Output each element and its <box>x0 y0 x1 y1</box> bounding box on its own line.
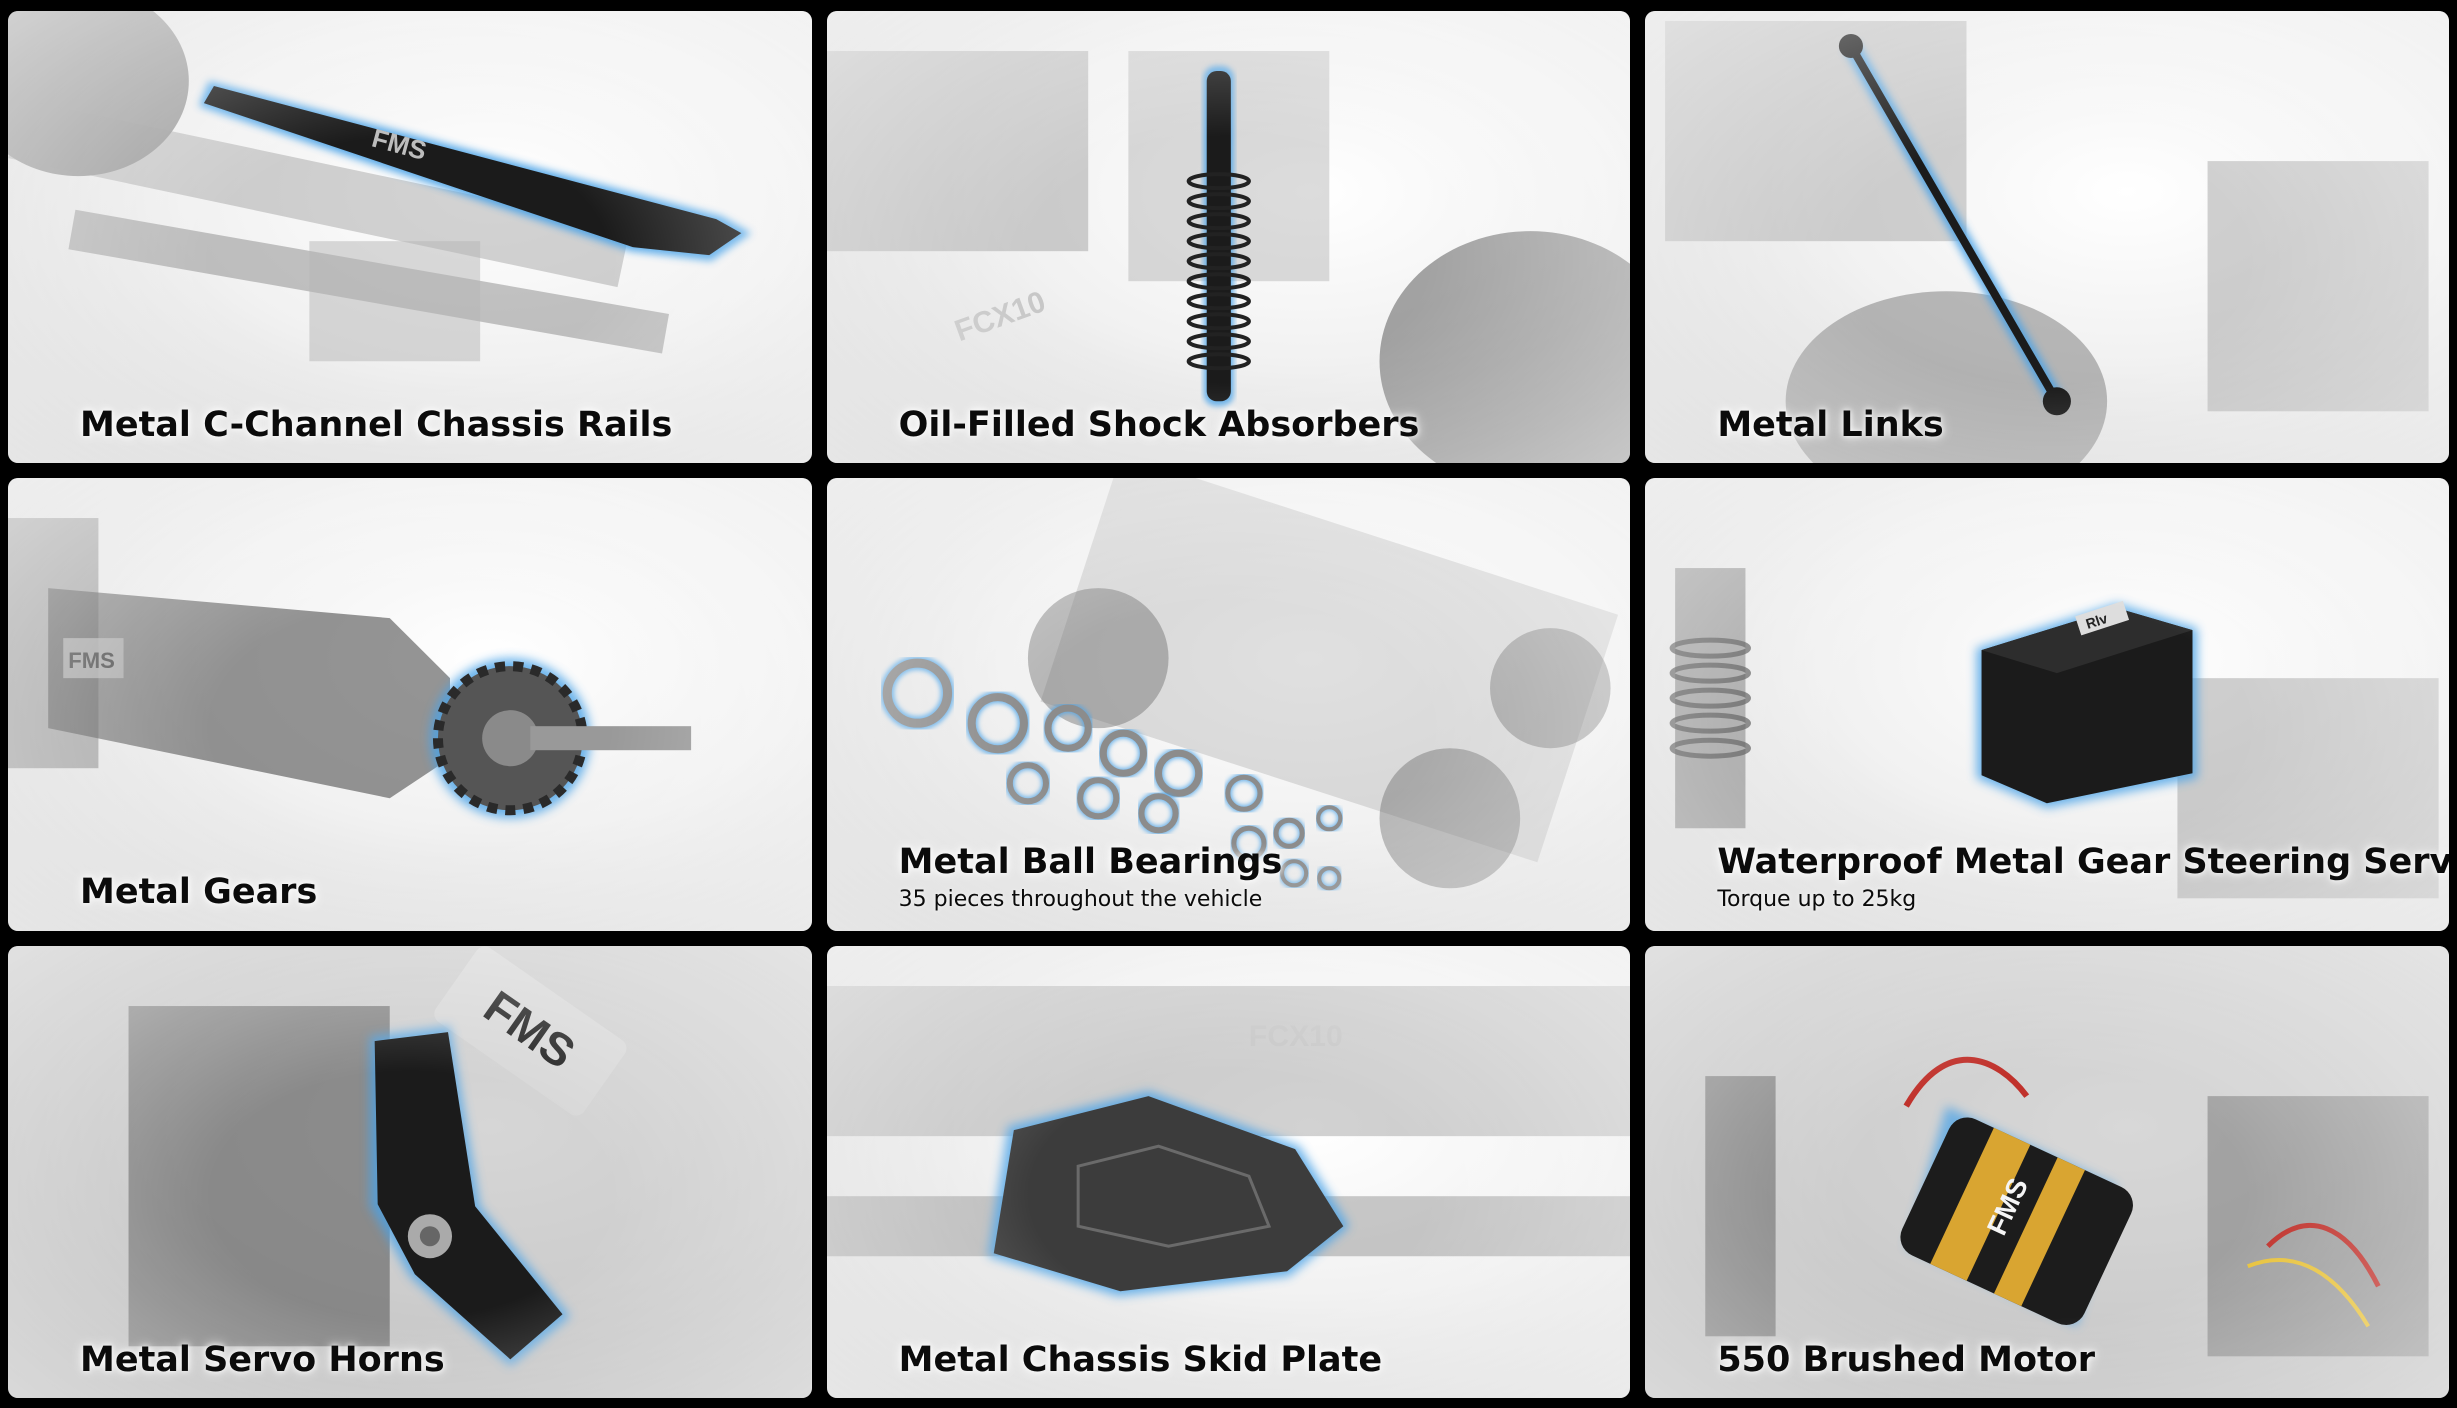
tile-subtitle: Torque up to 25kg <box>1717 887 1917 913</box>
shock-absorber-image: FCX10 <box>826 51 1631 464</box>
feature-tile-metal-gears: FMS Metal Gears <box>8 478 812 931</box>
tile-caption: Metal Gears <box>80 872 792 912</box>
metal-link-image <box>1665 21 2429 464</box>
feature-grid: FMS Metal C-Channel Chassis Rails FCX10 <box>8 11 2449 1398</box>
tile-title: 550 Brushed Motor <box>1717 1339 2096 1380</box>
tile-caption: Metal Servo Horns <box>80 1340 792 1380</box>
metal-gear-image: FMS <box>8 518 692 819</box>
skid-plate-image: FCX10 <box>826 985 1631 1296</box>
feature-tile-chassis-rails: FMS Metal C-Channel Chassis Rails <box>8 11 812 464</box>
tile-caption: Metal C-Channel Chassis Rails <box>80 405 792 445</box>
tile-caption: Waterproof Metal Gear Steering Servo Tor… <box>1717 842 2449 913</box>
fms-logo: FMS <box>68 649 115 674</box>
tile-title: Metal Servo Horns <box>80 1339 445 1380</box>
tile-caption: Metal Chassis Skid Plate <box>899 1340 1611 1380</box>
feature-tile-shock-absorbers: FCX10 Oil-Filled Shock Absorbers <box>826 11 1631 464</box>
tile-title: Metal C-Channel Chassis Rails <box>80 405 673 446</box>
chassis-rail-image: FMS <box>8 11 752 362</box>
servo-horn-image: FMS <box>8 945 812 1398</box>
tile-title: Metal Gears <box>80 872 318 913</box>
tile-subtitle: 35 pieces throughout the vehicle <box>898 887 1263 913</box>
tile-caption: Metal Ball Bearings 35 pieces throughout… <box>899 842 1611 912</box>
tile-title: Metal Links <box>1717 405 1944 446</box>
tile-title: Oil-Filled Shock Absorbers <box>898 405 1420 446</box>
fcx10-logo: FCX10 <box>950 285 1049 348</box>
tile-caption: Metal Links <box>1717 405 2429 445</box>
feature-tile-steering-servo: Rlv Waterproof Metal Gear Steering Servo… <box>1645 478 2449 931</box>
feature-tile-metal-links: Metal Links <box>1645 11 2449 464</box>
feature-tile-skid-plate: FCX10 Metal Chassis Skid Plate <box>826 945 1631 1398</box>
tile-caption: Oil-Filled Shock Absorbers <box>899 405 1611 445</box>
brushed-motor-image: FMS <box>1645 945 2449 1398</box>
tile-title: Metal Ball Bearings <box>898 842 1283 883</box>
tile-caption: 550 Brushed Motor <box>1717 1340 2429 1380</box>
feature-tile-ball-bearings: Metal Ball Bearings 35 pieces throughout… <box>826 478 1631 931</box>
fcx10-logo: FCX10 <box>1249 1020 1343 1053</box>
tile-title: Waterproof Metal Gear Steering Servo <box>1717 842 2449 883</box>
feature-tile-brushed-motor: FMS 550 Brushed Motor <box>1645 945 2449 1398</box>
tile-title: Metal Chassis Skid Plate <box>898 1339 1383 1380</box>
feature-tile-servo-horns: FMS Metal Servo Horns <box>8 945 812 1398</box>
